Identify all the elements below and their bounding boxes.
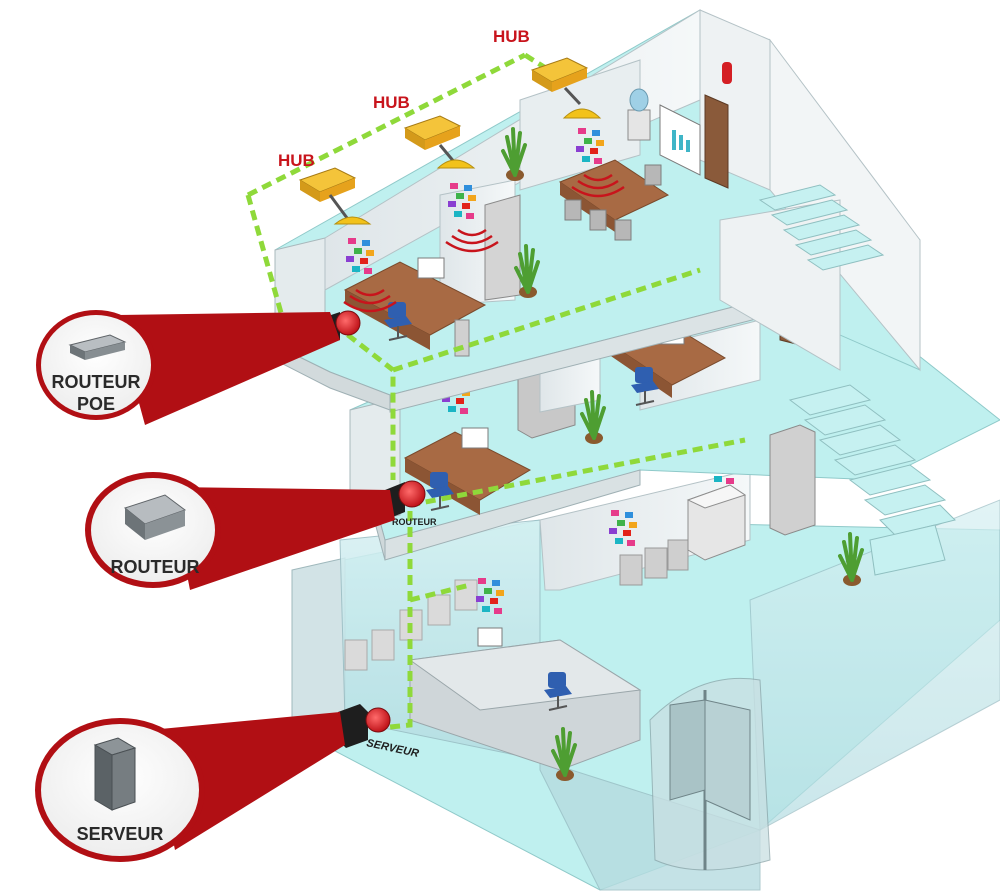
filing-cabinet-icon (484, 194, 521, 301)
door-icon (704, 94, 729, 189)
hub-access-point[interactable] (298, 167, 398, 313)
hub-label: HUB (278, 151, 315, 170)
backbone-line (409, 437, 746, 508)
callout-label: ROUTEUR (111, 557, 200, 577)
stairs-icon (758, 184, 885, 271)
fire-extinguisher-icon (722, 62, 732, 84)
water-cooler-icon (627, 88, 651, 141)
ceiling-lamp-icon (562, 108, 602, 119)
callout-routeur-poe: ROUTEUR POE (36, 310, 340, 425)
monitor-icon (477, 627, 503, 647)
router-poe-icon (68, 334, 127, 360)
ground-floor (291, 448, 1000, 891)
right-side-wall (769, 38, 921, 372)
ceiling-lamp-icon (333, 216, 372, 225)
bins (619, 539, 689, 586)
stairs-icon (788, 384, 956, 576)
backbone-line (392, 267, 701, 373)
ground-left-wall (291, 557, 346, 731)
callout-routeur: ROUTEUR (85, 472, 395, 590)
printer-icon (686, 484, 747, 561)
hub-access-point[interactable] (403, 115, 500, 253)
monitor-icon (461, 427, 489, 449)
hub-link-line (523, 52, 554, 75)
router-icon (123, 494, 187, 540)
callout-label-line-2: POE (77, 394, 115, 414)
revolving-door-icon (649, 677, 771, 871)
backbone-line (379, 495, 413, 731)
first-floor-front-edge (384, 469, 641, 561)
network-cabling (245, 52, 746, 731)
callout-label-line-1: ROUTEUR (52, 372, 141, 392)
hub-label: HUB (493, 27, 530, 46)
server-device[interactable] (338, 704, 391, 748)
backbone-line (409, 582, 471, 603)
hub-label: HUB (373, 93, 410, 112)
hub-link-line (246, 52, 527, 198)
second-floor (274, 9, 921, 413)
hub-access-point[interactable] (530, 57, 626, 198)
flipchart-icon (659, 104, 701, 176)
monitor-icon (417, 257, 445, 279)
ceiling-lamp-icon (436, 159, 476, 169)
callout-label: SERVEUR (77, 824, 164, 844)
router-device-label: ROUTEUR (392, 517, 437, 527)
callout-serveur: SERVEUR (35, 712, 345, 862)
waiting-chairs (344, 579, 478, 671)
meeting-chairs (564, 164, 662, 241)
building (274, 9, 1000, 891)
server-tower-icon (93, 737, 137, 811)
